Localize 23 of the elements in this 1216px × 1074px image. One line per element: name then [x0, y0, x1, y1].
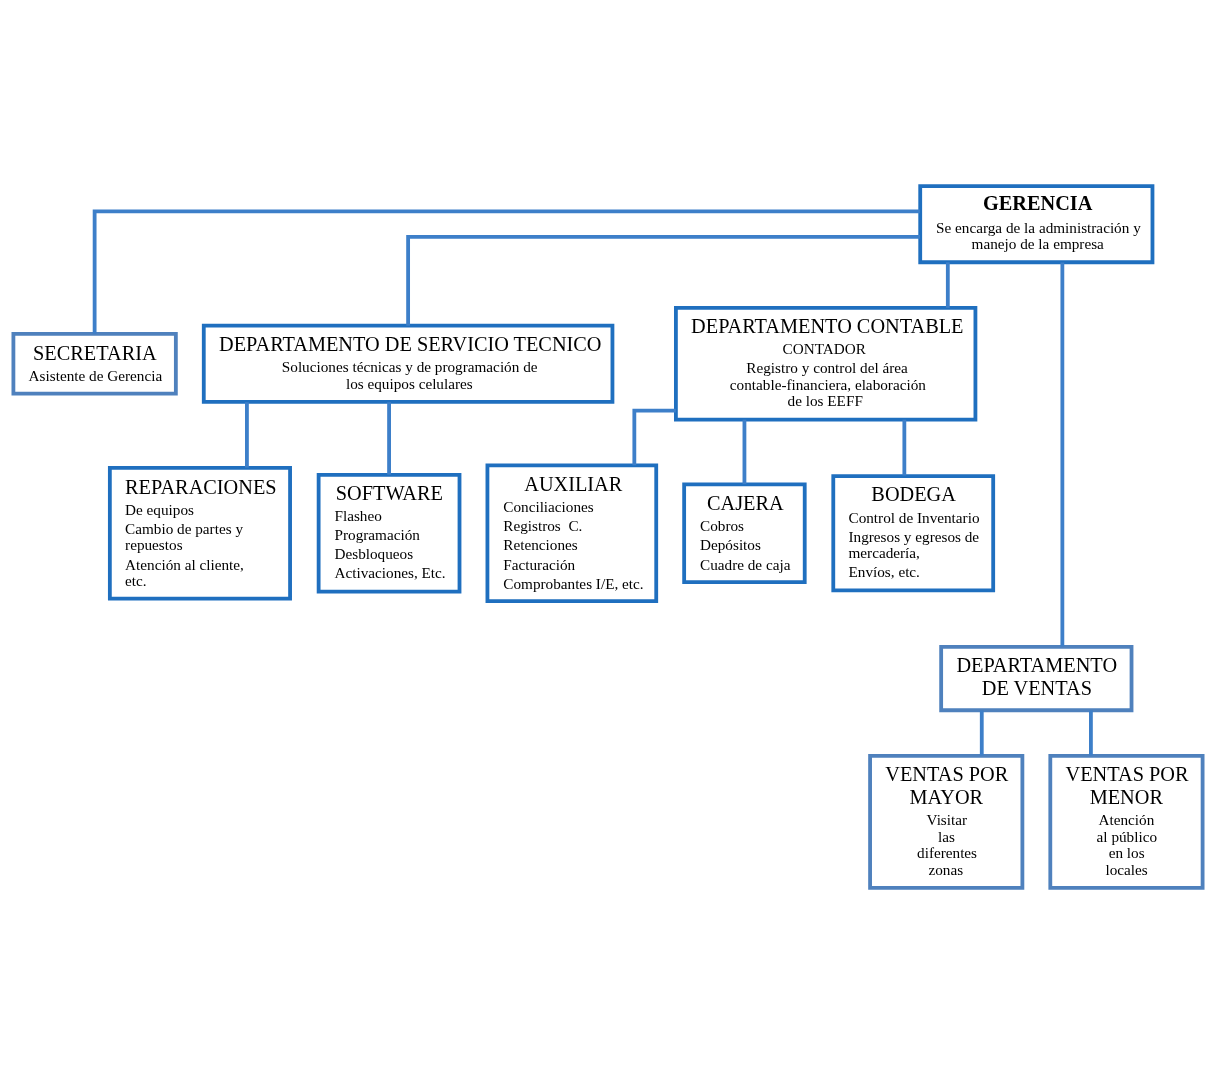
connector	[632, 408, 676, 466]
node-box: SOFTWARE Flasheo Programación Desbloqueos Activaciones, Etc.	[316, 472, 462, 594]
node-box: DEPARTAMENTO DE SERVICIO TECNICO Soluciones técnicas y de programación de los equipos celulares	[201, 323, 615, 404]
node-box: AUXILIAR Conciliaciones Registros C. Retenciones Facturación Comprobantes I/E, etc.	[485, 463, 659, 603]
connector	[742, 419, 747, 485]
connector	[902, 419, 907, 476]
node-box: SECRETARIA Asistente de Gerencia	[11, 332, 178, 396]
connector	[387, 402, 391, 475]
node-box: BODEGA Control de Inventario Ingresos y egresos de mercadería, Envíos, etc.	[831, 474, 996, 593]
connector	[1060, 262, 1065, 647]
connector	[406, 234, 920, 326]
node-box: DEPARTAMENTO DE VENTAS	[939, 644, 1134, 713]
node-box: VENTAS POR MAYOR Visitar las diferentes zonas	[868, 754, 1025, 890]
connector	[245, 402, 249, 468]
connector	[92, 209, 920, 334]
node-box: GERENCIA Se encarga de la administración y manejo de la empresa	[918, 184, 1155, 265]
node-box: CAJERA Cobros Depósitos Cuadre de caja	[682, 482, 807, 584]
node-box: VENTAS POR MENOR Atención al público en los locales	[1048, 754, 1205, 890]
connector	[945, 262, 950, 308]
connector	[1089, 710, 1093, 756]
node-box: REPARACIONES De equipos Cambio de partes y repuestos Atención al cliente, etc.	[107, 465, 292, 601]
connector	[979, 710, 984, 756]
node-box: DEPARTAMENTO CONTABLE CONTADOR Registro y control del área contable-financiera, elaboración de los EEFF	[674, 306, 978, 422]
